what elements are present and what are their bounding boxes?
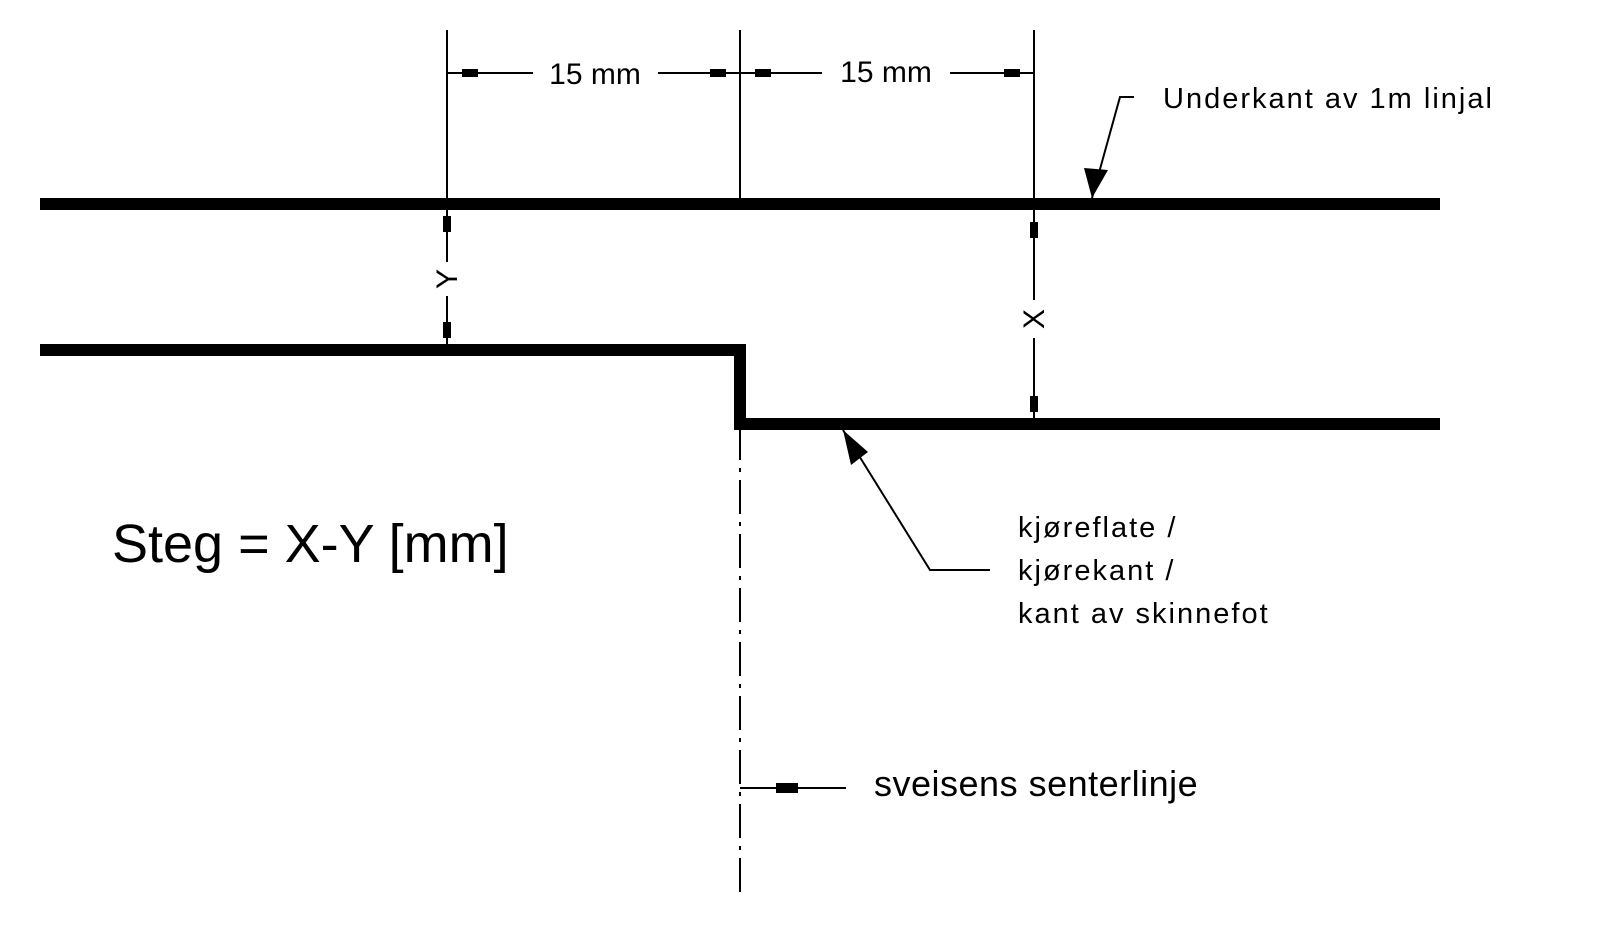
ruler-leader — [1084, 96, 1134, 199]
surface-leader — [842, 429, 990, 571]
dimension-right-15mm: 15 mm — [740, 56, 1034, 89]
dimension-left-label: 15 mm — [549, 58, 641, 91]
dimension-x: X — [1018, 210, 1051, 418]
surface-label-line-2: kjørekant / — [1018, 555, 1175, 587]
running-surface-step-line — [40, 344, 1440, 430]
weld-leader — [740, 783, 846, 793]
ruler-leader-arrow-icon — [1084, 168, 1108, 198]
dimension-left-15mm: 15 mm — [447, 58, 740, 91]
ruler-label: Underkant av 1m linjal — [1163, 83, 1494, 115]
dimension-y-label: Y — [431, 269, 464, 289]
step-formula: Steg = X-Y [mm] — [112, 514, 509, 574]
surface-leader-arrow-icon — [843, 430, 868, 465]
dimension-x-label: X — [1018, 309, 1051, 329]
dimension-right-label: 15 mm — [840, 56, 932, 89]
surface-label-line-1: kjøreflate / — [1018, 512, 1177, 544]
dimension-y: Y — [431, 210, 464, 344]
weld-centerline-label: sveisens senterlinje — [874, 763, 1198, 804]
surface-label-line-3: kant av skinnefot — [1018, 598, 1270, 630]
weld-leader-marker-icon — [776, 783, 798, 793]
